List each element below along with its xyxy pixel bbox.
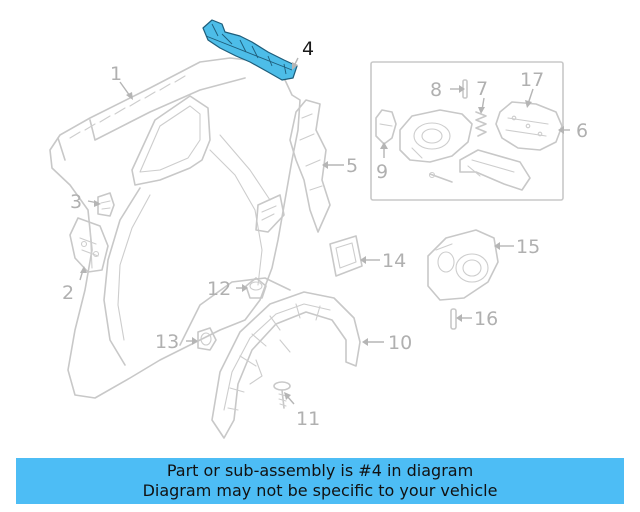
callout-11: 11 xyxy=(296,408,320,430)
callout-4: 4 xyxy=(302,38,314,60)
callout-2: 2 xyxy=(62,282,74,304)
part-4-reinforcement-highlighted[interactable] xyxy=(202,19,298,81)
callout-9: 9 xyxy=(376,161,388,183)
callout-14: 14 xyxy=(382,250,406,272)
fuel-door-hinge[interactable] xyxy=(428,149,531,191)
part-1-quarter-panel[interactable] xyxy=(49,57,301,399)
part-16-pin[interactable] xyxy=(450,308,457,330)
callout-10: 10 xyxy=(388,332,412,354)
banner-line-2: Diagram may not be specific to your vehi… xyxy=(142,481,498,500)
callout-12: 12 xyxy=(207,278,231,300)
callout-13: 13 xyxy=(155,331,179,353)
part-9-actuator[interactable] xyxy=(375,109,397,151)
callout-7: 7 xyxy=(476,78,488,100)
part-3-bracket[interactable] xyxy=(97,192,115,217)
part-13-plug[interactable] xyxy=(197,327,217,351)
part-10-wheel-liner[interactable] xyxy=(211,291,361,439)
leader-lines xyxy=(79,57,570,405)
callout-5: 5 xyxy=(346,155,358,177)
callout-15: 15 xyxy=(516,236,540,258)
part-11-screw[interactable] xyxy=(273,381,291,409)
part-17-fuel-door[interactable] xyxy=(495,101,563,151)
callout-3: 3 xyxy=(70,191,82,213)
info-banner: Part or sub-assembly is #4 in diagram Di… xyxy=(16,458,624,504)
callout-17: 17 xyxy=(520,69,544,91)
callout-labels: 1 2 3 4 5 6 7 8 9 10 11 12 13 14 15 16 1… xyxy=(62,38,588,430)
part-15-filler-pocket[interactable] xyxy=(427,229,499,301)
part-5-pillar-brace[interactable] xyxy=(289,99,331,233)
banner-line-1: Part or sub-assembly is #4 in diagram xyxy=(166,461,474,480)
part-12-clip[interactable] xyxy=(245,277,267,299)
fuel-filler-housing[interactable] xyxy=(399,109,473,163)
callout-8: 8 xyxy=(430,79,442,101)
part-14-panel[interactable] xyxy=(329,235,363,277)
part-7-spring[interactable] xyxy=(475,111,487,137)
callout-1: 1 xyxy=(110,63,122,85)
callout-6: 6 xyxy=(576,120,588,142)
part-2-bracket[interactable] xyxy=(69,217,109,273)
callout-16: 16 xyxy=(474,308,498,330)
